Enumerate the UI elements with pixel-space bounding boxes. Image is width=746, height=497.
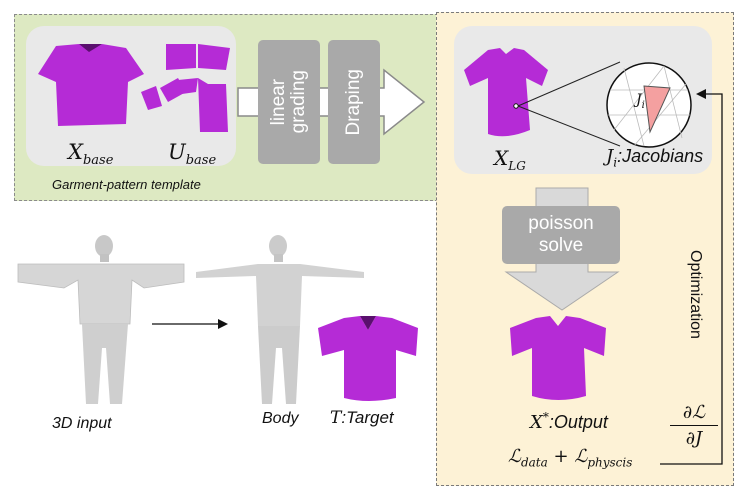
x-base-label: Xbase <box>68 140 114 169</box>
output-garment <box>510 316 606 400</box>
pattern-pieces <box>141 44 230 132</box>
x-lg-label: XLG <box>494 146 526 173</box>
output-label: X*:Output <box>530 410 608 433</box>
draping-step: Draping <box>328 40 380 164</box>
body-figure <box>196 235 364 404</box>
gradient-fraction: ∂ℒ ∂J <box>670 402 718 449</box>
linear-grading-step: linear grading <box>258 40 320 164</box>
input-to-body-arrow <box>152 319 228 329</box>
poisson-solve-step: poisson solve <box>502 206 620 264</box>
base-shirt-garment <box>38 44 144 126</box>
u-base-label: Ubase <box>168 140 217 169</box>
jacobian-mesh-inset <box>606 62 692 148</box>
inset-jacobian-symbol: Ji <box>636 92 645 111</box>
template-caption: Garment-pattern template <box>52 177 201 192</box>
body-label: Body <box>262 410 299 427</box>
optimization-label: Optimization <box>687 249 704 339</box>
3d-input-label: 3D input <box>52 415 112 432</box>
target-label: T:Target <box>330 408 394 428</box>
3d-input-figure <box>17 235 185 404</box>
jacobians-label: Ji:Jacobians <box>606 146 704 170</box>
target-garment <box>318 316 418 401</box>
loss-expression: ℒdata + ℒphyscis <box>508 446 633 470</box>
